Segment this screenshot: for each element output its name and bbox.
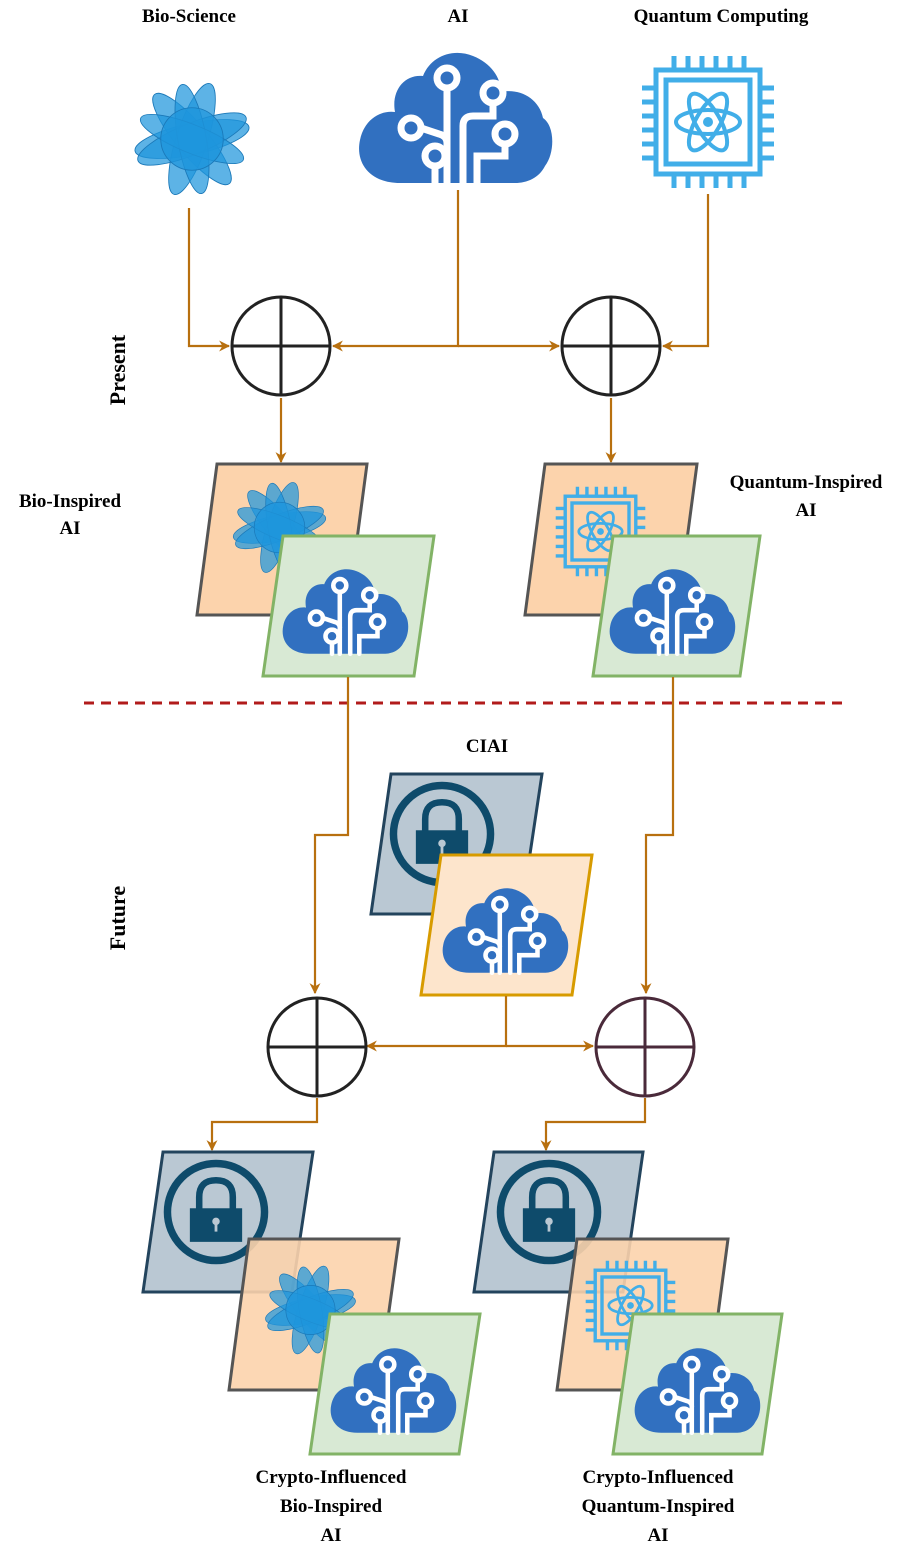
- quantum-computing-label: Quantum Computing: [634, 6, 809, 27]
- ai-label: AI: [447, 6, 468, 27]
- crypto-bio-label-line2: Bio-Inspired: [280, 1496, 383, 1517]
- xor-circle-icon: [560, 295, 662, 397]
- crypto-bio-ai-node: [141, 1150, 482, 1456]
- xor-circle-icon: [266, 996, 368, 1098]
- flower-icon: [131, 78, 253, 200]
- ai-brain-cloud-icon: [359, 53, 552, 183]
- xor-circle-icon: [230, 295, 332, 397]
- present-label: Present: [105, 334, 130, 405]
- quantum-inspired-label-line2: AI: [795, 500, 816, 521]
- xor-circle-icon: [594, 996, 696, 1098]
- present-connectors: [187, 190, 710, 464]
- quantum-inspired-label-line1: Quantum-Inspired: [730, 472, 883, 493]
- ciai-label: CIAI: [466, 736, 508, 757]
- future-connectors: [206, 677, 675, 1152]
- bio-inspired-label-line2: AI: [59, 518, 80, 539]
- crypto-quantum-label-line2: Quantum-Inspired: [582, 1496, 735, 1517]
- quantum-inspired-ai-node: [523, 462, 762, 678]
- crypto-bio-label-line1: Crypto-Influenced: [256, 1467, 407, 1488]
- bio-science-label: Bio-Science: [142, 6, 236, 27]
- future-label: Future: [105, 886, 130, 951]
- bio-inspired-label-line1: Bio-Inspired: [19, 491, 122, 512]
- crypto-quantum-label-line3: AI: [647, 1525, 668, 1546]
- crypto-quantum-label-line1: Crypto-Influenced: [583, 1467, 734, 1488]
- quantum-chip-icon: [642, 56, 774, 188]
- ciai-node: [369, 772, 594, 997]
- bio-inspired-ai-node: [195, 462, 436, 678]
- crypto-quantum-ai-node: [472, 1150, 784, 1456]
- crypto-bio-label-line3: AI: [320, 1525, 341, 1546]
